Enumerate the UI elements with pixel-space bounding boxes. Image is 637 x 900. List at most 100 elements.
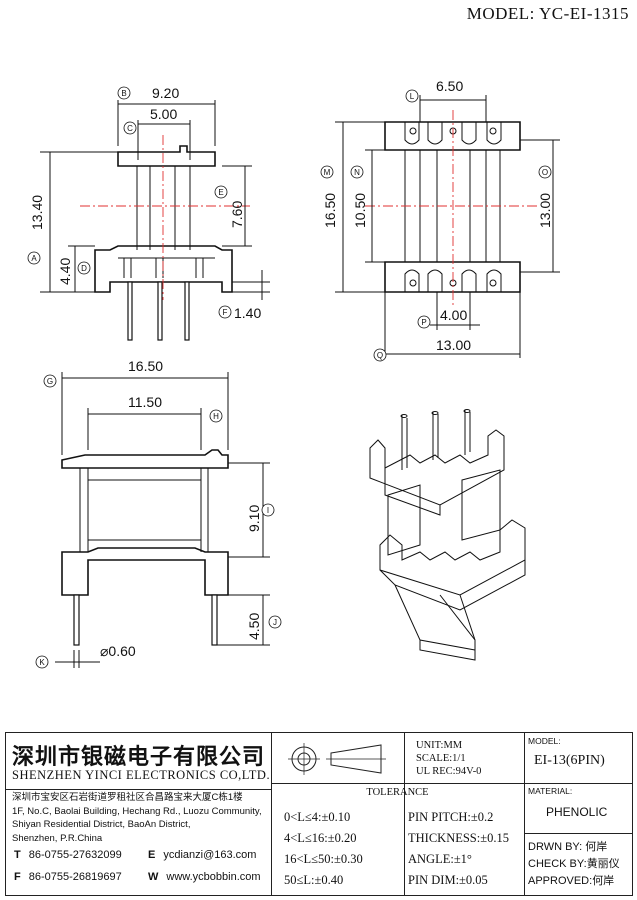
dim-l: 6.50: [436, 78, 463, 94]
view-tag-o: O: [538, 165, 552, 179]
approval-label: APPROVED:: [528, 875, 593, 887]
approval-name: 何岸: [592, 875, 615, 887]
company-name-en: SHENZHEN YINCI ELECTRONICS CO,LTD.: [12, 768, 271, 782]
dim-a: 13.40: [29, 195, 45, 230]
tolerance-row: PIN PITCH:±0.2: [408, 810, 494, 824]
dim-i: 9.10: [246, 505, 262, 532]
tolerance-row: 4<L≤16:±0.20: [284, 831, 357, 845]
view-tag-j: J: [268, 615, 282, 629]
address-line: Shenzhen, P.R.China: [12, 832, 103, 844]
svg-text:L: L: [410, 92, 415, 101]
view-tag-k: K: [35, 655, 49, 669]
address-line: 深圳市宝安区石岩街道罗租社区合昌路宝来大厦C栋1楼: [12, 792, 243, 803]
approval-label: CHECK BY:: [528, 858, 587, 870]
view-tag-f: F: [218, 305, 232, 319]
dim-q: 13.00: [436, 337, 471, 353]
approval-approved: APPROVED:何岸: [528, 873, 620, 890]
fax-key: F: [14, 871, 21, 883]
dim-b: 9.20: [152, 85, 179, 101]
svg-text:Q: Q: [377, 351, 383, 360]
svg-text:F: F: [223, 308, 228, 317]
view-tag-l: L: [405, 89, 419, 103]
web-key: W: [148, 871, 159, 883]
tolerance-other: PIN PITCH:±0.2 THICKNESS:±0.15 ANGLE:±1°…: [408, 807, 509, 891]
top-view: 6.50 16.50 10.50 13.00 4.00 13.00: [322, 78, 560, 358]
unit: UNIT:MM: [416, 740, 463, 751]
title-block: 深圳市银磁电子有限公司 SHENZHEN YINCI ELECTRONICS C…: [5, 732, 633, 896]
approval-check: CHECK BY:黄丽仪: [528, 856, 620, 873]
dim-c: 5.00: [150, 106, 177, 122]
scale: SCALE:1/1: [416, 753, 466, 764]
address-line: 1F, No.C, Baolai Building, Hechang Rd., …: [12, 805, 262, 817]
dim-o: 13.00: [537, 193, 553, 228]
view-tag-n: N: [350, 165, 364, 179]
company-name-cn: 深圳市银磁电子有限公司: [12, 744, 266, 770]
material-value: PHENOLIC: [546, 805, 608, 819]
view-tag-e: E: [214, 185, 228, 199]
dim-h: 11.50: [128, 394, 162, 410]
svg-text:N: N: [354, 168, 360, 177]
svg-text:D: D: [81, 264, 87, 273]
tolerance-row: 16<L≤50:±0.30: [284, 852, 363, 866]
view-tag-i: I: [261, 503, 275, 517]
tolerance-row: 0<L≤4:±0.10: [284, 810, 351, 824]
isometric-view: [369, 409, 526, 661]
svg-text:M: M: [324, 168, 331, 177]
ul-rating: UL REC:94V-0: [416, 766, 482, 777]
svg-text:B: B: [121, 89, 126, 98]
approval-label: DRWN BY:: [528, 841, 583, 853]
view-tag-m: M: [320, 165, 334, 179]
dim-d: 4.40: [57, 258, 73, 285]
dim-m: 16.50: [322, 193, 338, 228]
front-view: 16.50 11.50 9.10 4.50 ⌀0.60: [55, 358, 270, 668]
dim-j: 4.50: [246, 613, 262, 640]
approval-name: 何岸: [585, 841, 608, 853]
dim-n: 10.50: [352, 193, 368, 228]
svg-text:C: C: [127, 124, 133, 133]
address-line: Shiyan Residential District, BaoAn Distr…: [12, 819, 191, 830]
approvals: DRWN BY: 何岸 CHECK BY:黄丽仪 APPROVED:何岸: [528, 839, 620, 890]
svg-text:P: P: [421, 318, 426, 327]
view-tag-h: H: [209, 409, 223, 423]
meta-info: UNIT:MM SCALE:1/1 UL REC:94V-0: [416, 739, 481, 778]
view-tag-g: G: [43, 374, 57, 388]
approval-name: 黄丽仪: [586, 858, 620, 870]
svg-text:H: H: [213, 412, 219, 421]
tolerance-row: ANGLE:±1°: [408, 852, 472, 866]
tolerance-row: 50≤L:±0.40: [284, 873, 344, 887]
svg-text:O: O: [542, 168, 548, 177]
web-value: www.ycbobbin.com: [166, 871, 261, 883]
model-box-label: MODEL:: [528, 736, 561, 746]
svg-text:A: A: [31, 254, 37, 263]
company-address: 深圳市宝安区石岩街道罗租社区合昌路宝来大厦C栋1楼 1F, No.C, Baol…: [12, 791, 270, 845]
email-key: E: [148, 849, 156, 861]
projection-symbol-icon: [288, 743, 386, 775]
tolerance-row: PIN DIM:±0.05: [408, 873, 488, 887]
view-tag-a: A: [27, 251, 41, 265]
view-tag-b: B: [117, 86, 131, 100]
dim-g: 16.50: [128, 358, 163, 374]
view-tags: A B C D E F G H I J K L M N O P Q: [27, 86, 552, 669]
fax: F 86-0755-26819697: [14, 871, 122, 883]
technical-drawing: 9.20 5.00 13.40 4.40 7.60 1.40: [27, 78, 560, 669]
svg-text:E: E: [218, 188, 223, 197]
phone: T 86-0755-27632099: [14, 849, 122, 861]
approval-drawn: DRWN BY: 何岸: [528, 839, 620, 856]
phone-key: T: [14, 849, 21, 861]
model-header: MODEL: YC-EI-1315: [467, 4, 629, 24]
svg-text:K: K: [39, 658, 45, 667]
tolerance-length: 0<L≤4:±0.10 4<L≤16:±0.20 16<L≤50:±0.30 5…: [284, 807, 363, 891]
phone-value: 86-0755-27632099: [28, 849, 122, 861]
svg-text:I: I: [267, 506, 269, 515]
dim-k: ⌀0.60: [100, 643, 136, 659]
view-tag-p: P: [417, 315, 431, 329]
model-box-value: EI-13(6PIN): [534, 753, 605, 768]
svg-text:J: J: [273, 618, 277, 627]
view-tag-c: C: [123, 121, 137, 135]
side-view: 9.20 5.00 13.40 4.40 7.60 1.40: [29, 85, 270, 341]
fax-value: 86-0755-26819697: [28, 871, 122, 883]
email-value: ycdianzi@163.com: [163, 849, 257, 861]
tolerance-title: TOLERANCE: [366, 787, 429, 798]
